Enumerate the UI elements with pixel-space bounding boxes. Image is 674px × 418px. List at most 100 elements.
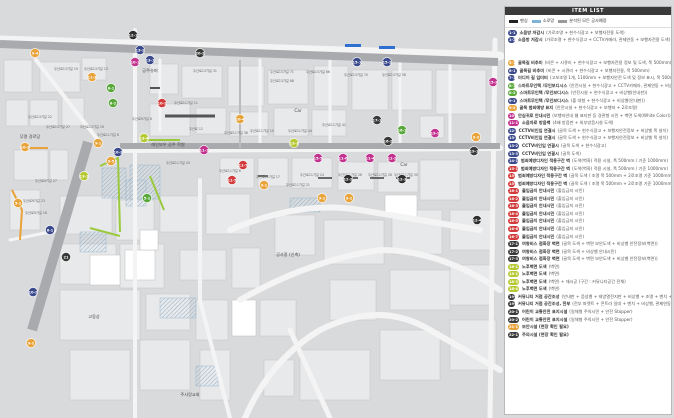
map-marker[interactable]: 9-1 [259, 180, 269, 190]
marker-dot [472, 215, 482, 225]
marker-dot [13, 198, 23, 208]
map-marker[interactable]: 9-1 [317, 193, 327, 203]
map-marker[interactable]: 12-2 [343, 174, 353, 184]
map-marker[interactable]: 11-3 [87, 72, 97, 82]
legend-item-desc: (출입금지 시민) [556, 233, 584, 239]
map-marker[interactable]: 9-4 [30, 48, 40, 58]
marker-dot [142, 193, 152, 203]
map-marker[interactable]: 20-2 [195, 48, 205, 58]
parcel-label: 두산로13가길 13 [84, 66, 108, 71]
marker-dot [135, 45, 145, 55]
map-marker[interactable]: 11-6 [338, 153, 348, 163]
map-marker[interactable]: 13-3 [289, 138, 299, 148]
map-marker[interactable]: 8-2 [108, 98, 118, 108]
map-marker[interactable]: 6-1 [45, 225, 55, 235]
parcel-label: 두산로9가길 16 [25, 210, 47, 215]
map-marker[interactable]: 11-2 [387, 153, 397, 163]
map-marker[interactable]: 8-1 [106, 83, 116, 93]
map-marker[interactable]: 12-4 [472, 215, 482, 225]
parcel-label: 두산로13가길 68 [270, 78, 294, 83]
marker-dot [195, 48, 205, 58]
map-marker[interactable]: 15-1 [352, 57, 362, 67]
legend-item-name: 노후벽면 도색 [522, 271, 547, 277]
map-marker[interactable]: 10-2 [157, 98, 167, 108]
legend-item-desc: (출입금지 시민) [556, 203, 584, 209]
orange-route [11, 147, 48, 241]
map-marker[interactable]: 16-2 [383, 136, 393, 146]
legend-item-badge: 11-1 [508, 120, 519, 127]
map-marker[interactable]: 21 [61, 252, 71, 262]
legend-key-planned: 분석된 모든 공사예정 [558, 18, 607, 24]
map-marker[interactable]: 19-1 [469, 146, 479, 156]
map-marker[interactable]: 11-7 [238, 160, 248, 170]
map-marker[interactable]: 11-4 [365, 153, 375, 163]
legend-item-name: 노후벽면 도색 [522, 286, 547, 292]
legend-item-badge: 16-4 [508, 210, 519, 217]
map-marker[interactable]: 10-2 [28, 287, 38, 297]
marker-dot [45, 225, 55, 235]
marker-code: 13-4 [140, 136, 149, 140]
map-marker[interactable]: 9-5 [106, 156, 116, 166]
parcel-label: 두산로13가길 58 [382, 72, 406, 77]
map-marker[interactable]: 16-1 [397, 125, 407, 135]
map-marker[interactable]: 10-4 [235, 114, 245, 124]
map-marker[interactable]: 10-3 [20, 142, 30, 152]
map-marker[interactable]: 15-5 [313, 153, 323, 163]
map-marker[interactable]: 9-3 [471, 132, 481, 142]
marker-dot [30, 48, 40, 58]
legend-item-badge: 17-3 [508, 256, 519, 263]
map-marker[interactable]: 13-1 [145, 55, 155, 65]
map-marker[interactable]: 13-2 [135, 45, 145, 55]
parcel-label: 두산로11가길 28 [368, 172, 392, 177]
marker-dot [238, 160, 248, 170]
map-marker[interactable]: 9-1 [344, 193, 354, 203]
marker-code: 10-2 [29, 290, 38, 294]
legend-item-desc: (골목 도색 / 조명 폭 500mm + 2로조명 기준 1000mm) [569, 180, 672, 186]
place-label: 주사랑교회 [180, 391, 199, 398]
map-marker[interactable]: 5-1 [142, 193, 152, 203]
marker-code: 9-2 [28, 341, 35, 345]
map-marker[interactable]: 13-1 [79, 171, 89, 181]
legend-item-desc: (가로조명 + 현수식광고 + 보행자전용 도색) [546, 29, 625, 35]
marker-code: 9-1 [95, 141, 102, 145]
map-marker[interactable]: 9-2 [26, 338, 36, 348]
map-marker[interactable]: 5-1 [13, 198, 23, 208]
map-marker[interactable]: 11-1 [199, 145, 209, 155]
marker-code: 16-1 [398, 128, 407, 132]
marker-code: 6-1 [47, 228, 54, 232]
legend-item-desc: (비콘 + 시큐리 + 현수식광고 + 보행자전용 정보 및 도색, 폭 500… [544, 59, 672, 65]
map-marker[interactable]: 9-1 [93, 138, 103, 148]
map-marker[interactable]: 15-2 [382, 57, 392, 67]
map-marker[interactable]: 17-1 [372, 115, 382, 125]
map-marker[interactable]: 10-3 [113, 147, 123, 157]
map-marker[interactable]: 15-3 [488, 77, 498, 87]
legend-item-desc: (폴 대형 + 현수식광고 + 비상벨(안내판)) [570, 97, 645, 103]
parcel-label: 두산로9가길 23 [23, 198, 45, 203]
legend-item-badge: 8-1 [508, 82, 516, 89]
marker-code: 15-5 [314, 156, 323, 160]
map-marker[interactable]: 19-2 [430, 128, 440, 138]
map-marker[interactable]: 13-4 [139, 133, 149, 143]
marker-dot [199, 145, 209, 155]
legend-key-fence: 펜싱 [509, 18, 528, 24]
marker-code: 12-3 [398, 177, 407, 181]
marker-dot [430, 128, 440, 138]
map-marker[interactable]: 11-5 [227, 175, 237, 185]
map-marker[interactable]: 12-3 [397, 174, 407, 184]
parcel-label: 두산로11가길 44 [288, 128, 312, 133]
legend-item-badge: 15-3 [508, 180, 518, 187]
legend-item-badge: 16-1 [508, 188, 519, 195]
parcel-label: 두산로13가길 16 [80, 124, 104, 129]
parcel-label: 두산로11가길 21 [286, 182, 310, 187]
legend-item-name: 어린이 교통안전 표지시설 [522, 309, 568, 314]
map-marker[interactable]: 12-1 [128, 30, 138, 40]
marker-code: 10-4 [236, 117, 245, 121]
marker-code: 20-2 [196, 51, 205, 55]
map-marker[interactable]: 10-1 [130, 57, 140, 67]
marker-code: 8-1 [108, 86, 115, 90]
